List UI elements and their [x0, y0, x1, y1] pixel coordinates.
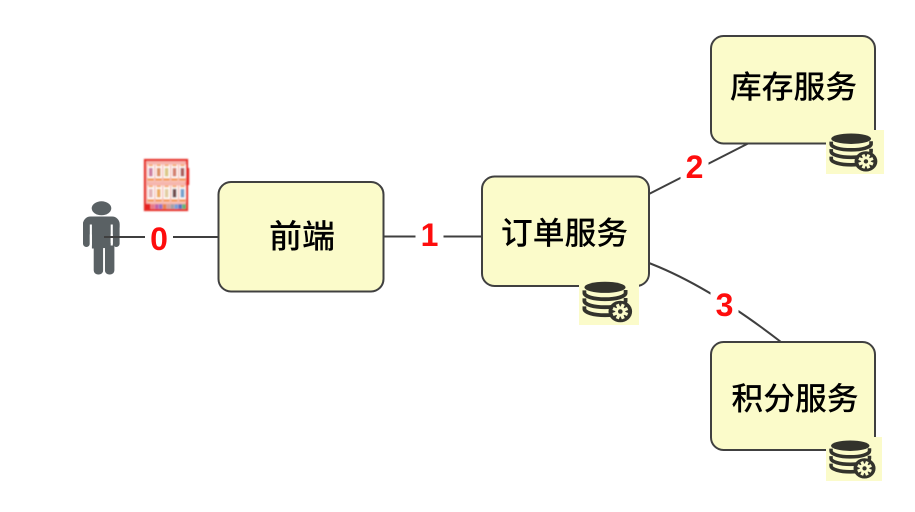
svg-text:1: 1	[421, 217, 439, 253]
svg-text:3: 3	[716, 287, 734, 323]
svg-text:2: 2	[686, 149, 704, 185]
svg-text:0: 0	[150, 221, 168, 257]
